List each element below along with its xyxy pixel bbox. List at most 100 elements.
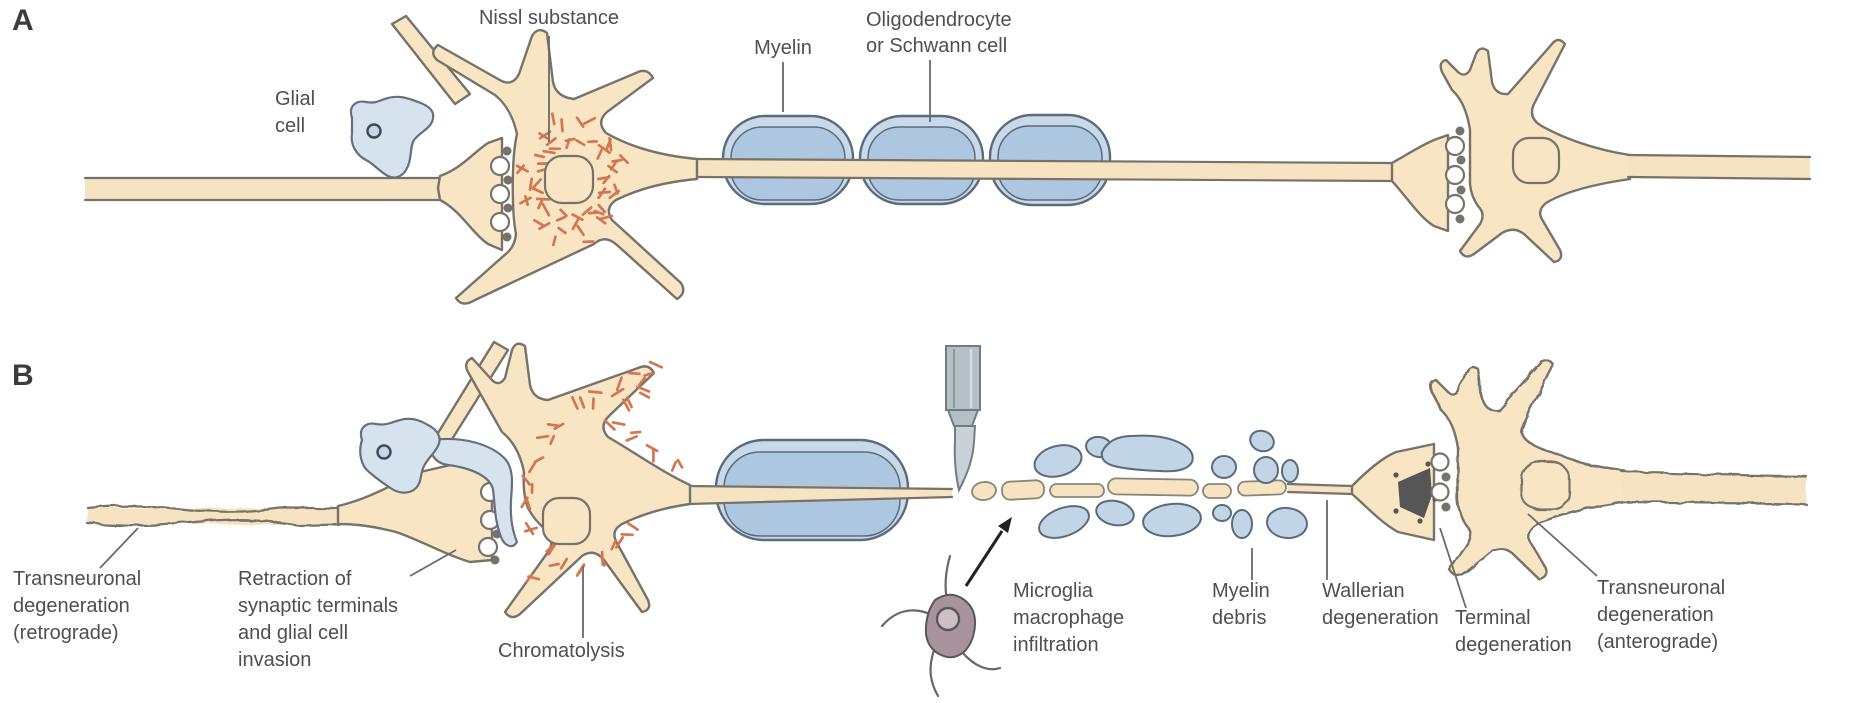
synaptic-bouton [1430,482,1450,502]
scalpel-blade [953,425,977,493]
panel-a: A [12,4,1812,305]
nissl-granule [625,396,633,409]
nissl-granule [610,539,617,551]
synaptic-terminal [1390,133,1450,233]
terminal-degeneration-clump [1398,468,1432,518]
microglia-cell [880,554,1002,698]
nissl-granule [643,371,655,377]
nissl-substance-label: Nissl substance [479,7,619,29]
myelin-debris [1033,429,1308,540]
postsynaptic-neuron-a [1390,38,1812,264]
nissl-granule [521,474,531,486]
nissl-granule [545,137,557,147]
synaptic-terminal [436,136,504,252]
synaptic-bouton [1444,193,1466,215]
synaptic-bouton [489,155,511,177]
glial-nucleus [366,123,382,139]
nissl-granule [626,521,639,531]
nissl-granule [559,557,569,570]
retro-label: Transneuronal [13,568,141,590]
antero-label: (anterograde) [1597,631,1718,653]
synaptic-bouton [1444,164,1466,186]
nissl-granule [598,214,614,221]
panel-b-letter: B [12,359,34,392]
glial-cell-label: cell [275,115,305,137]
nissl-granule [519,196,532,205]
nissl-granule [595,215,607,225]
nissl-granule [531,178,542,190]
scalpel [945,345,981,493]
panel-a-letter: A [12,4,34,37]
nissl-granule [638,391,651,399]
nissl-granule [648,360,664,369]
synaptic-bouton [489,183,511,205]
nissl-granule [537,197,544,210]
nissl-granule [638,376,647,387]
antero-label: degeneration [1597,604,1714,626]
nissl-granule [520,496,529,509]
nissl-granule [608,137,613,152]
nissl-granule [620,532,634,537]
infiltration-arrow [964,517,1012,587]
retro-label: (retrograde) [13,622,119,644]
nissl-granule [549,434,556,445]
terminal-degeneration-label: Terminal [1455,607,1531,629]
nissl-granule [578,396,586,409]
myelin-debris-label: debris [1212,607,1266,629]
scalpel-handle [945,345,981,411]
nissl-granule [614,536,625,549]
nissl-granule [559,208,568,218]
nissl-granule [676,458,684,469]
chromatolysis-label: Chromatolysis [498,640,625,662]
nissl-granule [611,421,626,426]
nissl-granule [531,187,544,195]
synaptic-bouton [477,536,499,558]
retraction-label: and glial cell [238,622,348,644]
synaptic-bouton [1444,135,1466,157]
nissl-granule [615,376,623,392]
axon-fragments [971,477,1287,501]
nissl-granule [533,456,545,464]
retrograde-axon-b [86,504,340,527]
wallerian-terminal-b [1286,442,1451,542]
postsynaptic-neuron-b [1429,358,1808,582]
oligodendrocyte-label: Oligodendrocyte [866,9,1012,31]
nissl-granule [557,226,567,235]
terminal-degeneration-label: degeneration [1455,634,1572,656]
nissl-granule [625,435,638,442]
retraction-label: invasion [238,649,311,671]
terminal-leader-line [1439,527,1467,609]
nissl-granule [581,206,593,216]
nissl-granule [523,526,539,533]
nissl-granule [525,573,534,583]
nissl-granule [548,562,560,568]
antero-leader-line [1527,513,1598,577]
nissl-granule [535,434,550,440]
panel-b: B [12,340,1808,698]
nissl-granule [603,419,616,431]
nissl-granule [622,398,631,412]
glial-cell-a [349,95,435,179]
nucleus [543,154,595,205]
eccentric-nucleus [541,496,592,546]
nissl-granule [571,213,584,222]
glial-cell-b [359,417,519,548]
nissl-granule [538,221,551,231]
retraction-label: synaptic terminals [238,595,398,617]
microglia-label: infiltration [1013,634,1099,656]
nissl-granule [600,555,606,567]
nissl-granule [670,460,678,472]
nissl-granule [528,177,534,191]
microglia-label: macrophage [1013,607,1124,629]
antero-label: Transneuronal [1597,577,1725,599]
scalpel-collar [946,409,980,427]
glial-process-invasion [429,437,519,548]
axon-b [686,484,954,506]
chromatolytic-soma-b [465,342,692,619]
neuron-soma-a [432,28,699,305]
nissl-granule [564,137,576,143]
retro-leader-line [99,527,139,569]
nissl-granule [596,148,603,160]
nissl-granule [555,215,567,222]
